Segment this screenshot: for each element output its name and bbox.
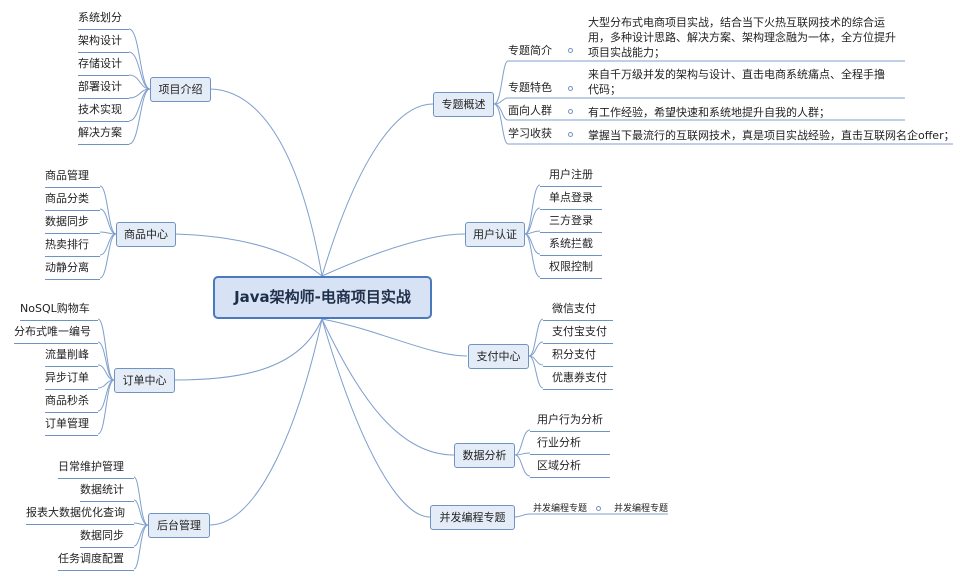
topic-order-center[interactable]: 订单中心 <box>114 368 175 393</box>
overview-intro-text: 大型分布式电商项目实战，结合当下火热互联网技术的综合运用，多种设计思路、解决方案… <box>588 16 896 59</box>
leaf-daily-maintenance[interactable]: 日常维护管理 <box>58 457 134 479</box>
collapse-dot-icon[interactable] <box>568 109 573 114</box>
leaf-async-order[interactable]: 异步订单 <box>45 368 98 390</box>
topic-admin[interactable]: 后台管理 <box>148 513 210 538</box>
topic-data-analysis[interactable]: 数据分析 <box>454 443 515 468</box>
leaf-storage-design[interactable]: 存储设计 <box>78 54 129 76</box>
overview-features-label[interactable]: 专题特色 <box>508 81 552 94</box>
leaf-permission-control[interactable]: 权限控制 <box>540 257 602 279</box>
leaf-user-behavior-analysis[interactable]: 用户行为分析 <box>530 410 610 432</box>
leaf-third-party-login[interactable]: 三方登录 <box>540 211 602 233</box>
leaf-solution[interactable]: 解决方案 <box>78 123 129 145</box>
leaf-task-scheduling[interactable]: 任务调度配置 <box>58 549 134 571</box>
leaf-tech-implementation[interactable]: 技术实现 <box>78 100 129 122</box>
leaf-concurrency-sub[interactable]: 并发编程专题 <box>614 504 669 514</box>
leaf-admin-data-sync[interactable]: 数据同步 <box>80 526 134 548</box>
leaf-system-division[interactable]: 系统划分 <box>78 8 129 30</box>
collapse-dot-icon[interactable] <box>568 86 573 91</box>
leaf-single-sign-on[interactable]: 单点登录 <box>540 188 602 210</box>
leaf-flash-sale[interactable]: 商品秒杀 <box>45 391 98 413</box>
overview-gains-text: 掌握当下最流行的互联网技术，真是项目实战经验，直击互联网名企offer； <box>588 129 955 142</box>
leaf-report-bigdata-query[interactable]: 报表大数据优化查询 <box>26 503 134 525</box>
central-topic[interactable]: Java架构师-电商项目实战 <box>213 276 432 319</box>
leaf-region-analysis[interactable]: 区域分析 <box>530 456 610 478</box>
leaf-nosql-cart[interactable]: NoSQL购物车 <box>20 299 98 321</box>
leaf-industry-analysis[interactable]: 行业分析 <box>530 433 610 455</box>
leaf-user-register[interactable]: 用户注册 <box>540 165 602 187</box>
overview-gains-label[interactable]: 学习收获 <box>508 127 552 140</box>
overview-audience-text: 有工作经验，希望快速和系统地提升自我的人群； <box>588 106 830 119</box>
overview-intro-label[interactable]: 专题简介 <box>508 44 552 57</box>
collapse-dot-icon[interactable] <box>568 48 573 53</box>
leaf-product-category[interactable]: 商品分类 <box>45 189 100 211</box>
overview-features-text: 来自千万级并发的架构与设计、直击电商系统痛点、全程手撸代码； <box>588 68 885 96</box>
leaf-deployment-design[interactable]: 部署设计 <box>78 77 129 99</box>
overview-audience-label[interactable]: 面向人群 <box>508 104 552 117</box>
topic-project-intro[interactable]: 项目介绍 <box>150 77 211 102</box>
leaf-wechat-pay[interactable]: 微信支付 <box>543 299 613 321</box>
leaf-distributed-id[interactable]: 分布式唯一编号 <box>14 322 98 344</box>
leaf-traffic-peak-shaving[interactable]: 流量削峰 <box>45 345 98 367</box>
leaf-concurrency[interactable]: 并发编程专题 <box>533 504 588 514</box>
leaf-architecture-design[interactable]: 架构设计 <box>78 31 129 53</box>
leaf-points-pay[interactable]: 积分支付 <box>543 345 613 367</box>
topic-overview[interactable]: 专题概述 <box>433 92 494 117</box>
leaf-product-management[interactable]: 商品管理 <box>45 166 100 188</box>
topic-payment-center[interactable]: 支付中心 <box>468 344 529 369</box>
leaf-alipay[interactable]: 支付宝支付 <box>543 322 613 344</box>
topic-concurrency[interactable]: 并发编程专题 <box>430 505 515 530</box>
leaf-order-management[interactable]: 订单管理 <box>45 414 98 436</box>
leaf-hot-ranking[interactable]: 热卖排行 <box>45 235 100 257</box>
leaf-coupon-pay[interactable]: 优惠券支付 <box>543 368 613 390</box>
leaf-data-sync[interactable]: 数据同步 <box>45 212 100 234</box>
topic-user-auth[interactable]: 用户认证 <box>465 222 525 247</box>
leaf-system-intercept[interactable]: 系统拦截 <box>540 234 602 256</box>
collapse-dot-icon[interactable] <box>596 506 601 511</box>
collapse-dot-icon[interactable] <box>568 132 573 137</box>
leaf-data-statistics[interactable]: 数据统计 <box>80 480 134 502</box>
leaf-static-dynamic-split[interactable]: 动静分离 <box>45 258 100 280</box>
topic-product-center[interactable]: 商品中心 <box>116 222 176 247</box>
